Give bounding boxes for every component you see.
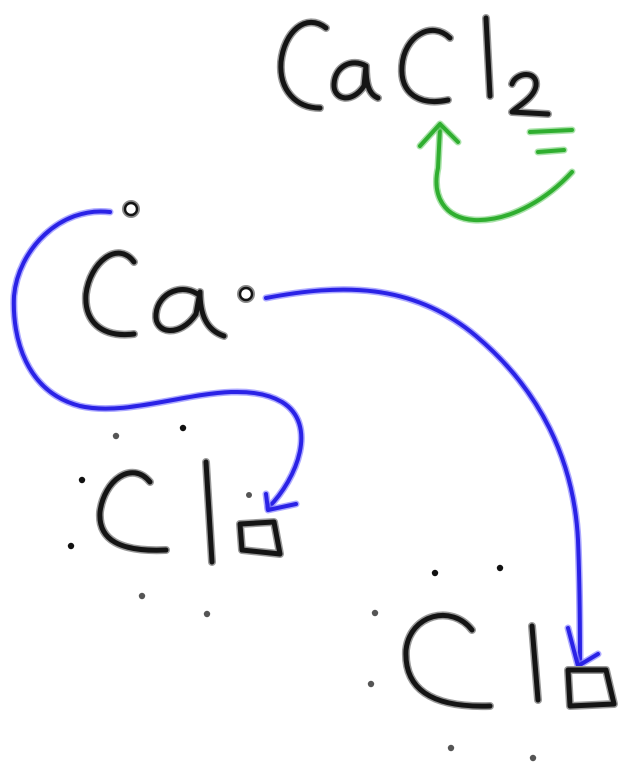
chlorine-right-vacancy-square bbox=[564, 666, 618, 710]
formula-cacl2: CaCl2 bbox=[276, 14, 552, 118]
calcium-valence-electron-top bbox=[122, 200, 140, 218]
chlorine-left-c bbox=[95, 468, 170, 555]
subscript-emphasis-arrow bbox=[416, 120, 576, 224]
chlorine-left-electron bbox=[138, 592, 146, 600]
chlorine-atom-left: Cl bbox=[67, 424, 284, 618]
chlorine-right-electron bbox=[371, 609, 379, 617]
formula-c bbox=[276, 18, 330, 112]
electron-transfer-arrow-left bbox=[10, 207, 305, 514]
chlorine-left-electron bbox=[203, 610, 211, 618]
formula-a bbox=[330, 58, 382, 102]
chlorine-right-electron bbox=[431, 569, 439, 577]
calcium-atom: Ca bbox=[81, 200, 255, 340]
chlorine-left-electron bbox=[179, 424, 187, 432]
formula-subscript-2 bbox=[508, 70, 552, 118]
calcium-c bbox=[81, 249, 138, 339]
formula-cl-l bbox=[482, 14, 494, 100]
calcium-valence-electron-right bbox=[237, 285, 255, 303]
chlorine-right-electron bbox=[447, 744, 455, 752]
chlorine-left-electron bbox=[112, 432, 120, 440]
chlorine-left-electron bbox=[246, 492, 252, 498]
chlorine-right-electron bbox=[529, 754, 537, 762]
chlorine-left-vacancy-square bbox=[236, 518, 284, 558]
chlorine-right-electron bbox=[367, 680, 375, 688]
electron-transfer-arrow-right bbox=[262, 286, 602, 670]
chlorine-right-l bbox=[528, 622, 542, 704]
chlorine-right-electron bbox=[496, 564, 504, 572]
chlorine-left-electron bbox=[78, 476, 86, 484]
calcium-a bbox=[151, 285, 228, 340]
chlorine-left-l bbox=[202, 458, 216, 566]
chlorine-left-electron bbox=[67, 542, 75, 550]
chlorine-right-c bbox=[401, 611, 494, 711]
formula-cl-c bbox=[397, 26, 454, 106]
